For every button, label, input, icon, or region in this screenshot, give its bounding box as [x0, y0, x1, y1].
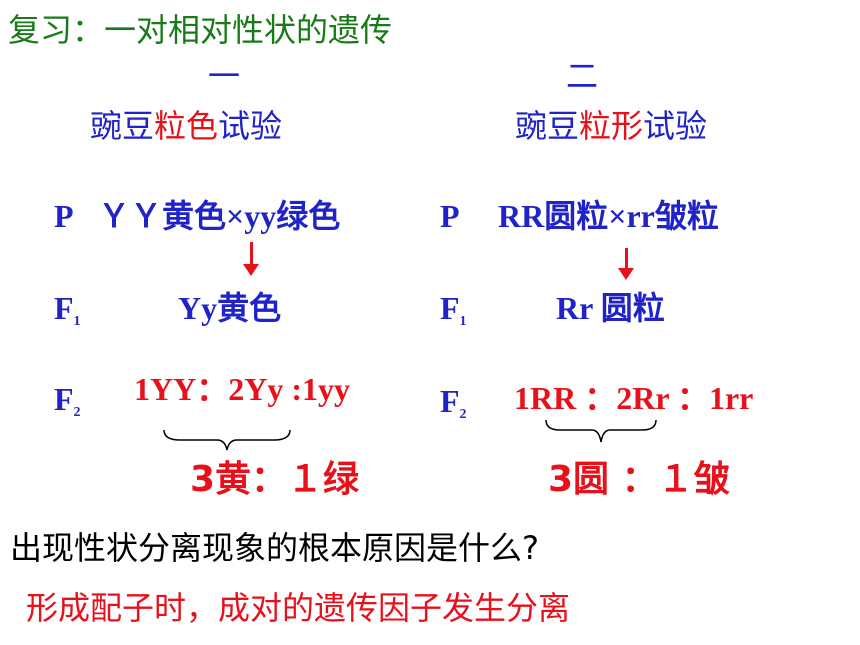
left-heading-part3: 试验 [218, 107, 283, 145]
right-ratio: 3圆 ：１皱 [548, 459, 730, 500]
right-arrow-line [625, 248, 628, 268]
right-f1-value: Rr 圆粒 [556, 290, 665, 326]
right-heading-part1: 豌豆 [515, 107, 580, 145]
answer-text: 形成配子时，成对的遗传因子发生分离 [26, 589, 571, 627]
left-p-label: P [54, 198, 74, 234]
left-p-cross: ＹＹ黄色×yy绿色 [98, 198, 341, 234]
left-number: 一 [208, 57, 241, 95]
left-f2-value: 1YY：2Yy :1yy [134, 371, 350, 407]
left-brace [163, 429, 291, 451]
right-heading: 豌豆粒形试验 [515, 110, 707, 142]
left-ratio: 3黄：１绿 [190, 459, 360, 500]
page-title: 复习：一对相对性状的遗传 [8, 11, 393, 49]
right-heading-part2: 粒形 [579, 107, 644, 145]
left-f2-label: F2 [54, 381, 81, 420]
left-f1-value: Yy黄色 [178, 290, 282, 326]
right-f1-label: F1 [440, 290, 467, 329]
left-arrow-head [243, 264, 259, 276]
left-heading: 豌豆粒色试验 [90, 110, 282, 142]
right-p-cross: RR圆粒×rr皱粒 [498, 198, 719, 234]
left-heading-part1: 豌豆 [90, 107, 155, 145]
right-brace [545, 419, 657, 443]
right-f2-value: 1RR ：2Rr ：1rr [514, 380, 754, 416]
left-heading-part2: 粒色 [154, 107, 219, 145]
right-f2-label: F2 [440, 383, 467, 422]
left-f1-label: F1 [54, 290, 81, 329]
right-arrow-head [618, 268, 634, 280]
question-text: 出现性状分离现象的根本原因是什么? [10, 529, 539, 567]
right-heading-part3: 试验 [643, 107, 708, 145]
right-number: 二 [566, 57, 599, 95]
right-p-label: P [440, 198, 460, 234]
left-arrow-line [250, 242, 253, 264]
